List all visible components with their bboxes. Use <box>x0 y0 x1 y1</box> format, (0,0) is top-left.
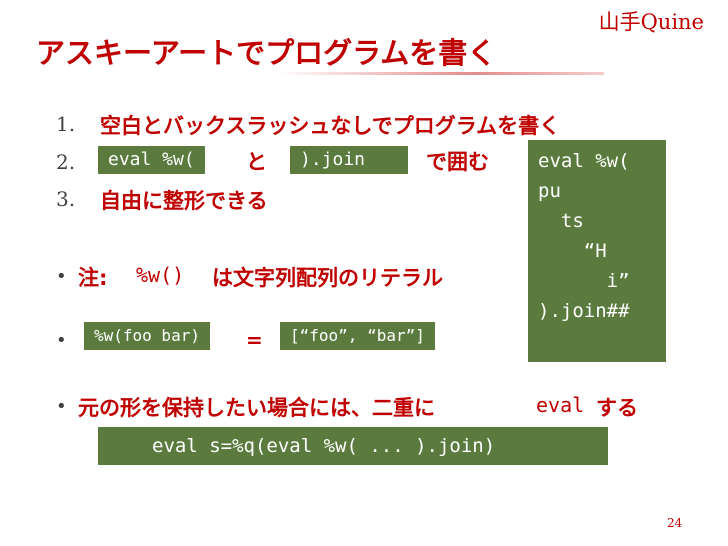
bullet-glyph: • <box>56 266 67 287</box>
list-item-1-text: 空白とバックスラッシュなしでプログラムを書く <box>100 114 561 138</box>
code-chip-eval-open: eval %w( <box>98 146 205 174</box>
note-code: %w() <box>136 263 185 287</box>
list-item-2-suffix: で囲む <box>426 150 489 174</box>
note-prefix: 注: <box>78 266 108 290</box>
code-chip-join: ).join <box>290 146 408 174</box>
series-label: 山手Quine <box>598 10 704 34</box>
equals-sign: = <box>246 328 263 352</box>
bullet-glyph: • <box>56 330 67 351</box>
ascii-art-code-block: eval %w( pu ts “H i” ).join## <box>528 140 666 362</box>
list-item-3-text: 自由に整形できる <box>100 189 268 213</box>
list-number-1: 1. <box>56 112 76 136</box>
bullet-glyph: • <box>56 396 67 417</box>
code-chip-example: %w(foo bar) <box>84 322 210 350</box>
keep-text-b: する <box>596 396 638 420</box>
note-text: は文字列配列のリテラル <box>212 266 443 290</box>
code-chip-array: [“foo”, “bar”] <box>280 322 435 350</box>
slide-title: アスキーアートでプログラムを書く <box>36 36 497 70</box>
keep-code-eval: eval <box>536 393 585 417</box>
wide-code-bar: eval s=%q(eval %w( ... ).join) <box>98 427 608 465</box>
page-number: 24 <box>667 516 683 530</box>
list-number-2: 2. <box>56 150 76 174</box>
list-item-2-and: と <box>246 150 267 174</box>
keep-text-a: 元の形を保持したい場合には、二重に <box>78 396 435 420</box>
list-number-3: 3. <box>56 187 76 211</box>
title-underline <box>276 72 604 75</box>
